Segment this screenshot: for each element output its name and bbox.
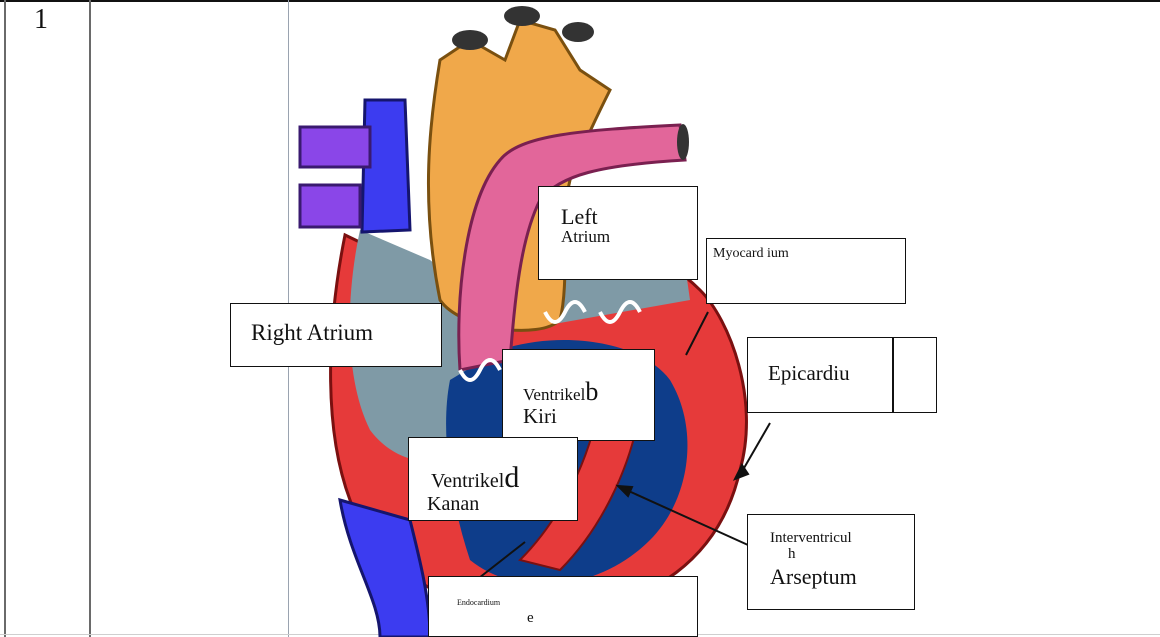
right-ventricle-word: Ventrikel — [431, 470, 504, 492]
right-ventricle-line2: Kanan — [427, 494, 577, 515]
label-left-atrium: Left Atrium — [538, 186, 698, 280]
aorta-branch-1 — [452, 30, 488, 50]
septum-line2: h — [788, 547, 914, 563]
label-endocardium: Endocardium e — [428, 576, 698, 637]
pulmonary-vein-2 — [300, 185, 360, 227]
left-ventricle-word: Ventrikel — [523, 385, 585, 404]
left-ventricle-mark: b — [585, 377, 598, 406]
pulmonary-vein-1 — [300, 127, 370, 167]
aorta-branch-3 — [562, 22, 594, 42]
right-atrium-text: Right Atrium — [251, 320, 373, 345]
myocardium-text: Myocard ium — [713, 246, 789, 261]
aorta-branch-2 — [504, 6, 540, 26]
label-left-ventricle: Ventrikelb Kiri — [502, 349, 655, 441]
label-epicardium: Epicardiu — [747, 337, 937, 413]
label-myocardium: Myocard ium — [706, 238, 906, 304]
left-ventricle-line2: Kiri — [523, 405, 654, 427]
label-septum: Interventricul h Arseptum — [747, 514, 915, 610]
septum-line1: Interventricul — [770, 531, 914, 547]
endocardium-line1: Endocardium — [457, 599, 697, 607]
septum-line3: Arseptum — [770, 565, 914, 588]
endocardium-line2: e — [527, 611, 697, 627]
left-atrium-line2: Atrium — [561, 228, 697, 246]
label-right-ventricle: Ventrikeld Kanan — [408, 437, 578, 521]
left-atrium-line1: Left — [561, 205, 697, 228]
label-right-atrium: Right Atrium — [230, 303, 442, 367]
right-ventricle-mark: d — [504, 461, 519, 494]
pulmonary-artery-end — [677, 124, 689, 160]
epicardium-divider — [892, 338, 894, 412]
epicardium-text: Epicardiu — [768, 361, 850, 385]
